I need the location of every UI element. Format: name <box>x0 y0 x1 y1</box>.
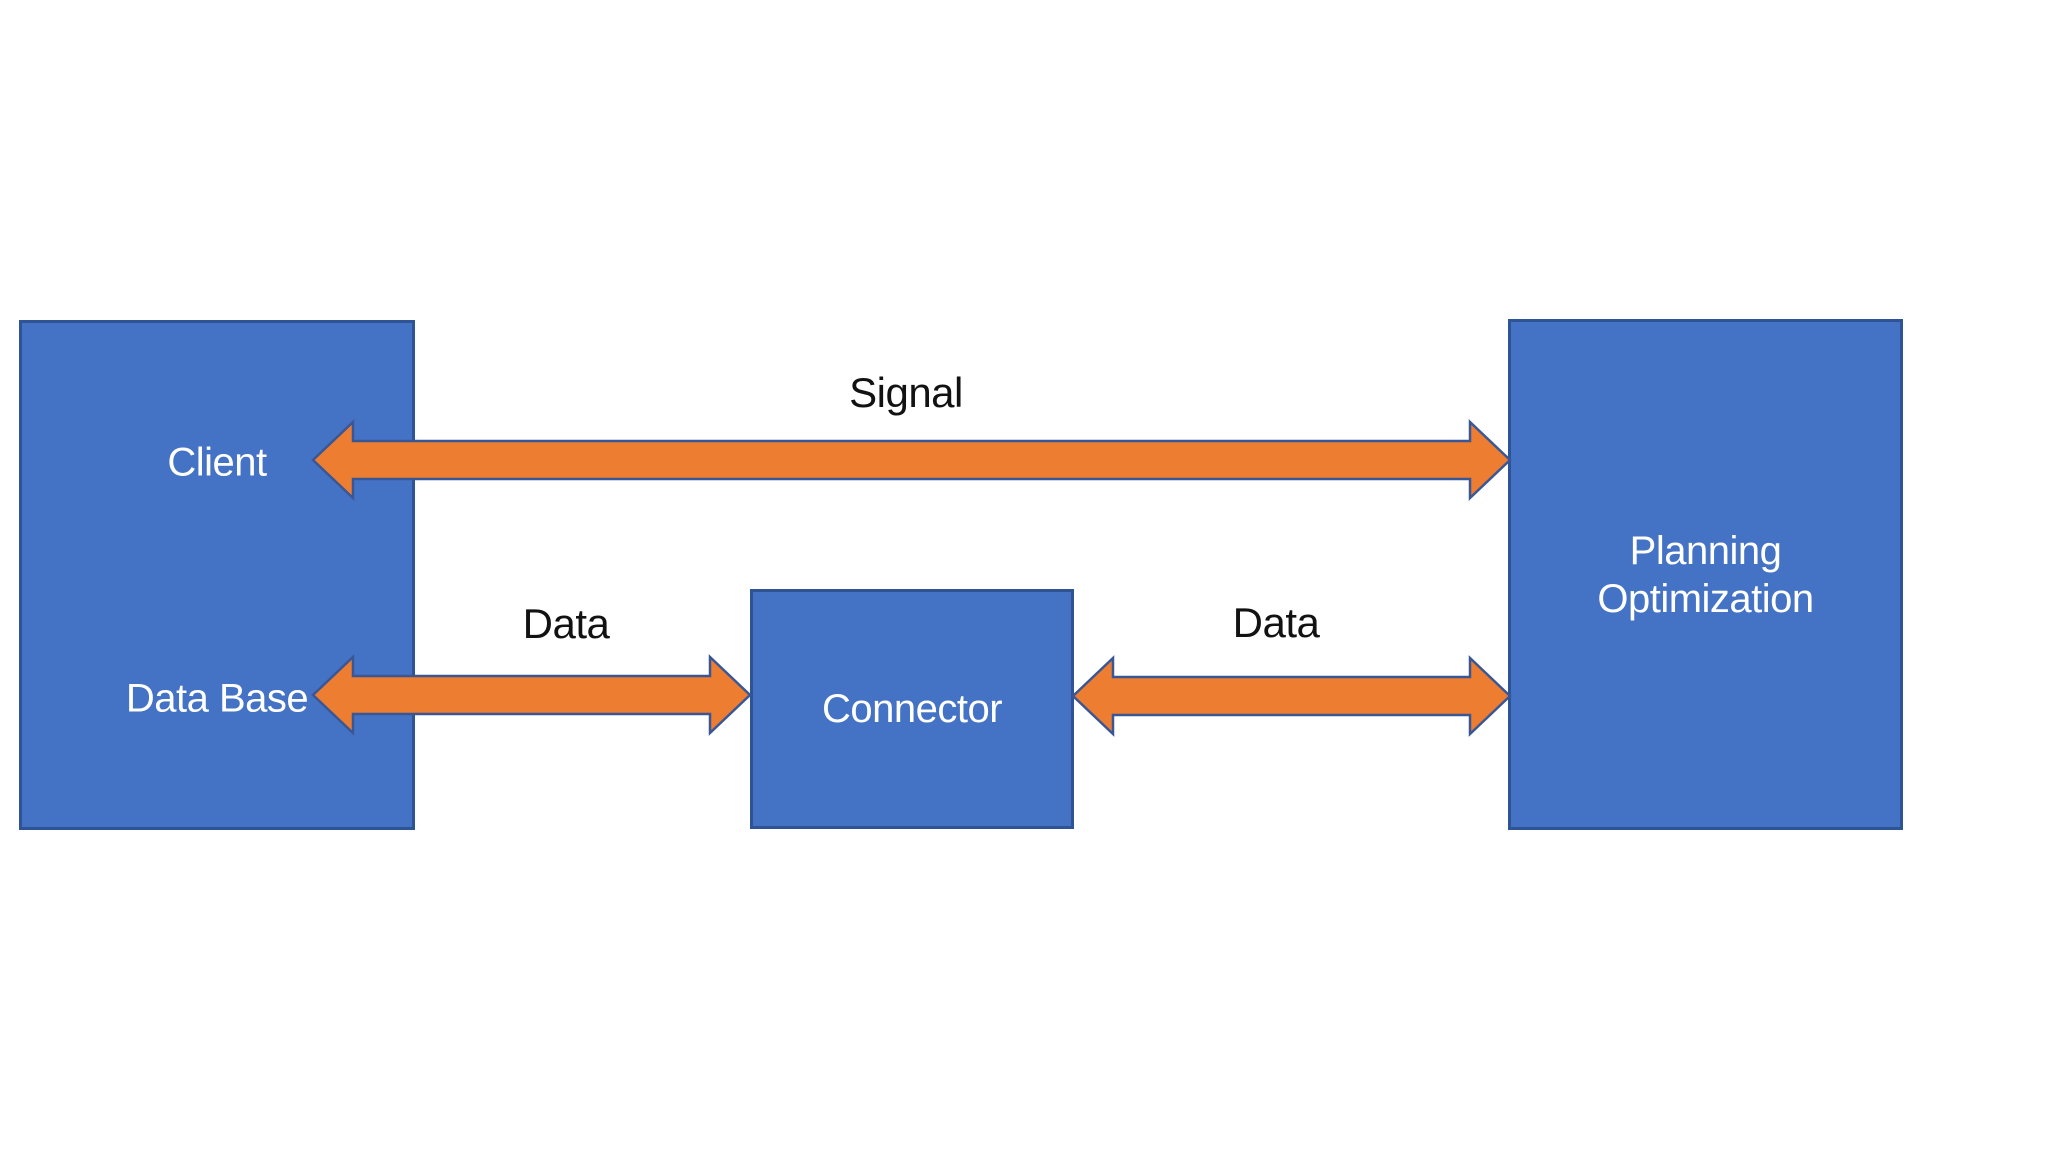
client-database-box: Client Data Base <box>19 320 415 830</box>
data-right-double-arrow-icon <box>1071 655 1512 737</box>
connector-label: Connector <box>821 686 1003 731</box>
data-left-double-arrow-icon <box>311 654 752 736</box>
planning-optimization-label-line2: Optimization <box>1597 576 1814 621</box>
planning-optimization-box: Planning Optimization <box>1508 319 1903 830</box>
planning-optimization-label-line1: Planning <box>1629 528 1782 573</box>
data-left-edge-label: Data <box>522 600 610 647</box>
connector-box: Connector <box>750 589 1074 829</box>
client-label: Client <box>167 440 267 485</box>
data-right-edge-label: Data <box>1232 599 1320 646</box>
signal-double-arrow-icon <box>311 419 1512 501</box>
signal-edge-label: Signal <box>849 369 963 416</box>
database-label: Data Base <box>125 676 309 721</box>
